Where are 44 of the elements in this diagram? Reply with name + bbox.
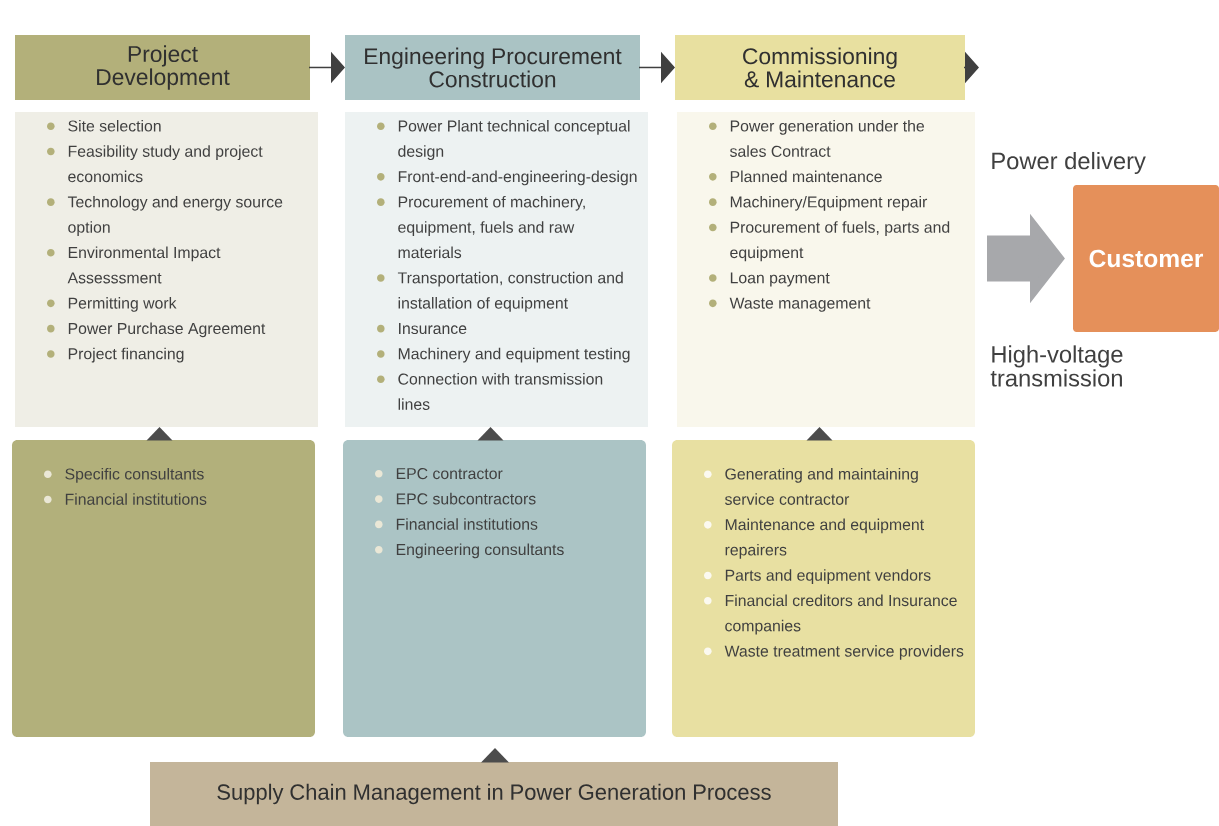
bullet-item: Specific consultants [44, 468, 204, 483]
activity-box [15, 112, 318, 427]
bullet-item: Power Purchase Agreement [47, 322, 266, 338]
bullet-item: Financial institutions [44, 493, 207, 505]
bullet-item: EPC subcontractors [375, 492, 536, 505]
bullet-item: EPC contractor [375, 468, 503, 480]
bullet-item: Generating and maintaining service contractor [704, 468, 918, 505]
participant-box [12, 440, 315, 737]
process-banner: Supply Chain Management in Power Generation Process [150, 762, 838, 826]
bullet-item: Machinery and equipment testing [377, 347, 630, 363]
stage-banner: Project Development [15, 35, 310, 100]
arrow-caption: Power delivery [992, 151, 1146, 175]
bullet-item: Site selection [47, 120, 161, 132]
bullet-item: Environmental Impact Assesssment [47, 246, 221, 284]
bullet-item: Permitting work [47, 297, 177, 312]
bullet-item: Front-end-and-engineering-design [377, 170, 637, 186]
bullet-item: Engineering consultants [375, 543, 564, 559]
bullet-item: Maintenance and equipment repairers [704, 518, 924, 559]
bullet-item: Waste management [709, 297, 871, 312]
bullet-item: Loan payment [709, 272, 830, 287]
participant-box [672, 440, 975, 737]
bullet-item: Power generation under the sales Contract [709, 120, 924, 157]
bullet-item: Feasibility study and project economics [47, 145, 263, 183]
bullet-item: Insurance [377, 323, 467, 335]
arrow-caption: High-voltage transmission [990, 345, 1123, 387]
bullet-item: Machinery/Equipment repair [709, 195, 928, 211]
participant-box [343, 440, 646, 737]
stage-banner: Engineering Procurement Construction [345, 35, 640, 100]
bullet-item: Power Plant technical conceptual design [377, 120, 630, 161]
bullet-item: Planned maintenance [709, 170, 882, 183]
bullet-item: Technology and energy source option [47, 195, 283, 236]
bullet-item: Transportation, construction and installation of equipment [377, 271, 623, 312]
bullet-item: Project financing [47, 347, 184, 363]
bullet-item: Procurement of machinery, equipment, fuels and raw materials [377, 195, 585, 259]
bullet-item: Connection with transmission lines [377, 373, 603, 410]
bullet-item: Procurement of fuels, parts and equipment [709, 221, 950, 262]
activity-box [677, 112, 975, 427]
activity-box [345, 112, 648, 427]
bullet-item: Financial institutions [375, 518, 538, 530]
bullet-item: Financial creditors and Insurance companies [704, 594, 957, 635]
stage-banner: Commissioning & Maintenance [675, 35, 965, 100]
customer-box: Customer [1073, 185, 1219, 332]
bullet-item: Parts and equipment vendors [704, 569, 931, 584]
bullet-item: Waste treatment service providers [704, 645, 964, 660]
